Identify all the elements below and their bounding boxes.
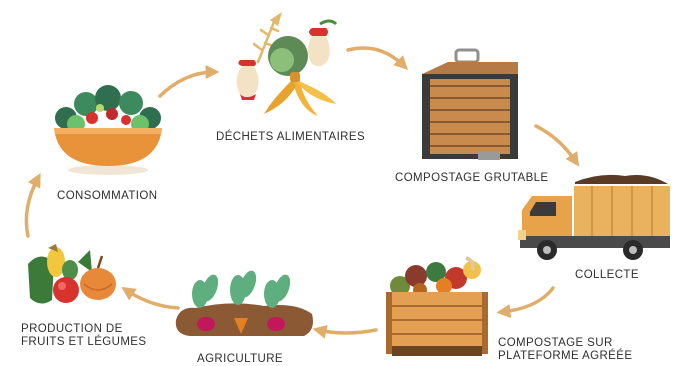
arrow-compostage-to-collecte: [534, 124, 580, 167]
label-compostage-grutable: COMPOSTAGE GRUTABLE: [395, 172, 549, 185]
label-consommation: CONSOMMATION: [57, 190, 157, 203]
label-compostage-plateforme: COMPOSTAGE SUR PLATEFORME AGRÉÉE: [498, 337, 632, 363]
truck-icon: [518, 174, 670, 260]
label-agriculture: AGRICULTURE: [197, 353, 283, 366]
label-production: PRODUCTION DE FRUITS ET LÉGUMES: [21, 323, 146, 349]
label-line: DÉCHETS ALIMENTAIRES: [216, 131, 366, 143]
salad-bowl-icon: [54, 85, 162, 175]
food-waste-icon: [236, 12, 338, 116]
label-line: FRUITS ET LÉGUMES: [21, 336, 147, 348]
crops-icon: [175, 270, 313, 336]
label-line: CONSOMMATION: [57, 190, 158, 202]
arrow-dechets-to-compostage: [346, 46, 408, 70]
arrow-plateforme-to-agriculture: [312, 324, 378, 339]
label-line: COLLECTE: [575, 269, 639, 281]
vegetables-icon: [28, 244, 116, 304]
arrow-collecte-to-plateforme: [496, 286, 555, 319]
arrow-agriculture-to-production: [121, 286, 180, 310]
label-dechets-alimentaires: DÉCHETS ALIMENTAIRES: [216, 131, 365, 144]
cycle-arrows: [24, 46, 580, 339]
label-line: AGRICULTURE: [197, 353, 283, 365]
arrow-consommation-to-dechets: [158, 65, 220, 98]
label-line: PRODUCTION DE: [21, 323, 123, 335]
label-line: COMPOSTAGE GRUTABLE: [395, 172, 549, 184]
arrow-production-to-consommation: [24, 173, 41, 238]
compost-crate-icon: [386, 256, 488, 356]
label-line: COMPOSTAGE SUR: [498, 337, 613, 349]
label-collecte: COLLECTE: [575, 269, 639, 282]
label-line: PLATEFORME AGRÉÉE: [498, 350, 633, 362]
compost-bin-icon: [422, 48, 518, 160]
